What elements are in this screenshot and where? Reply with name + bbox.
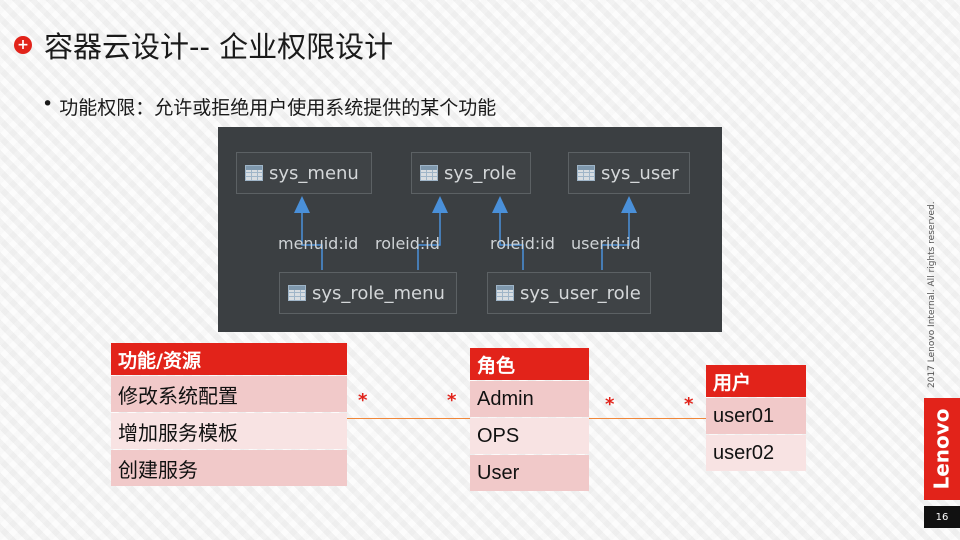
plus-badge-icon: + bbox=[14, 36, 32, 54]
node-label: sys_menu bbox=[269, 162, 359, 184]
table-header: 功能/资源 bbox=[111, 343, 347, 375]
node-label: sys_user_role bbox=[520, 282, 641, 304]
diagram-connectors bbox=[294, 196, 637, 270]
database-diagram: sys_menu sys_role sys_user sys_role_menu… bbox=[218, 127, 722, 332]
multiplicity-star: * bbox=[605, 394, 615, 415]
arrow-line-role-menu-to-menu bbox=[301, 213, 323, 270]
table-row: 增加服务模板 bbox=[111, 413, 347, 449]
table-row: User bbox=[470, 455, 589, 491]
arrow-head-icon bbox=[294, 196, 310, 213]
lenovo-logo: Lenovo bbox=[924, 398, 960, 500]
node-sys-role: sys_role bbox=[411, 152, 531, 194]
table-icon bbox=[288, 285, 306, 301]
table-row: Admin bbox=[470, 381, 589, 417]
table-header: 用户 bbox=[706, 365, 806, 397]
arrow-head-icon bbox=[492, 196, 508, 213]
logo-text: Lenovo bbox=[930, 408, 955, 490]
node-sys-menu: sys_menu bbox=[236, 152, 372, 194]
arrow-head-icon bbox=[621, 196, 637, 213]
table-icon bbox=[420, 165, 438, 181]
edge-label-userid: userid:id bbox=[571, 234, 641, 253]
arrow-line-role-menu-to-role bbox=[417, 213, 441, 270]
role-user-connector bbox=[589, 418, 706, 419]
node-sys-role-menu: sys_role_menu bbox=[279, 272, 457, 314]
edge-label-roleid: roleid:id bbox=[490, 234, 555, 253]
table-icon bbox=[496, 285, 514, 301]
table-row: 创建服务 bbox=[111, 450, 347, 486]
node-sys-user: sys_user bbox=[568, 152, 690, 194]
title-row: + 容器云设计-- 企业权限设计 bbox=[14, 24, 393, 66]
multiplicity-star: * bbox=[447, 390, 457, 411]
multiplicity-star: * bbox=[684, 394, 694, 415]
function-resource-table: 功能/资源 修改系统配置 增加服务模板 创建服务 bbox=[111, 343, 347, 486]
table-row: 修改系统配置 bbox=[111, 376, 347, 412]
subtitle-bullet: • 功能权限：允许或拒绝用户使用系统提供的某个功能 bbox=[42, 93, 496, 120]
page-number: 16 bbox=[924, 506, 960, 528]
role-table: 角色 Admin OPS User bbox=[470, 348, 589, 491]
table-row: OPS bbox=[470, 418, 589, 454]
function-role-connector bbox=[347, 418, 470, 419]
node-sys-user-role: sys_user_role bbox=[487, 272, 651, 314]
subtitle-text: 功能权限：允许或拒绝用户使用系统提供的某个功能 bbox=[59, 97, 497, 119]
slide-title: 容器云设计-- 企业权限设计 bbox=[44, 30, 394, 64]
table-icon bbox=[245, 165, 263, 181]
table-row: user02 bbox=[706, 435, 806, 471]
bullet-dot: • bbox=[42, 93, 54, 115]
node-label: sys_role_menu bbox=[312, 282, 445, 304]
arrow-line-user-role-to-user bbox=[601, 213, 630, 270]
copyright-text: 2017 Lenovo Internal. All rights reserve… bbox=[927, 201, 937, 388]
user-table: 用户 user01 user02 bbox=[706, 365, 806, 471]
arrow-line-user-role-to-role bbox=[499, 213, 524, 270]
edge-label-menuid: menuid:id bbox=[278, 234, 359, 253]
node-label: sys_user bbox=[601, 162, 679, 184]
arrow-head-icon bbox=[432, 196, 448, 213]
node-label: sys_role bbox=[444, 162, 517, 184]
edge-label-roleid: roleid:id bbox=[375, 234, 440, 253]
table-icon bbox=[577, 165, 595, 181]
multiplicity-star: * bbox=[358, 390, 368, 411]
table-row: user01 bbox=[706, 398, 806, 434]
table-header: 角色 bbox=[470, 348, 589, 380]
